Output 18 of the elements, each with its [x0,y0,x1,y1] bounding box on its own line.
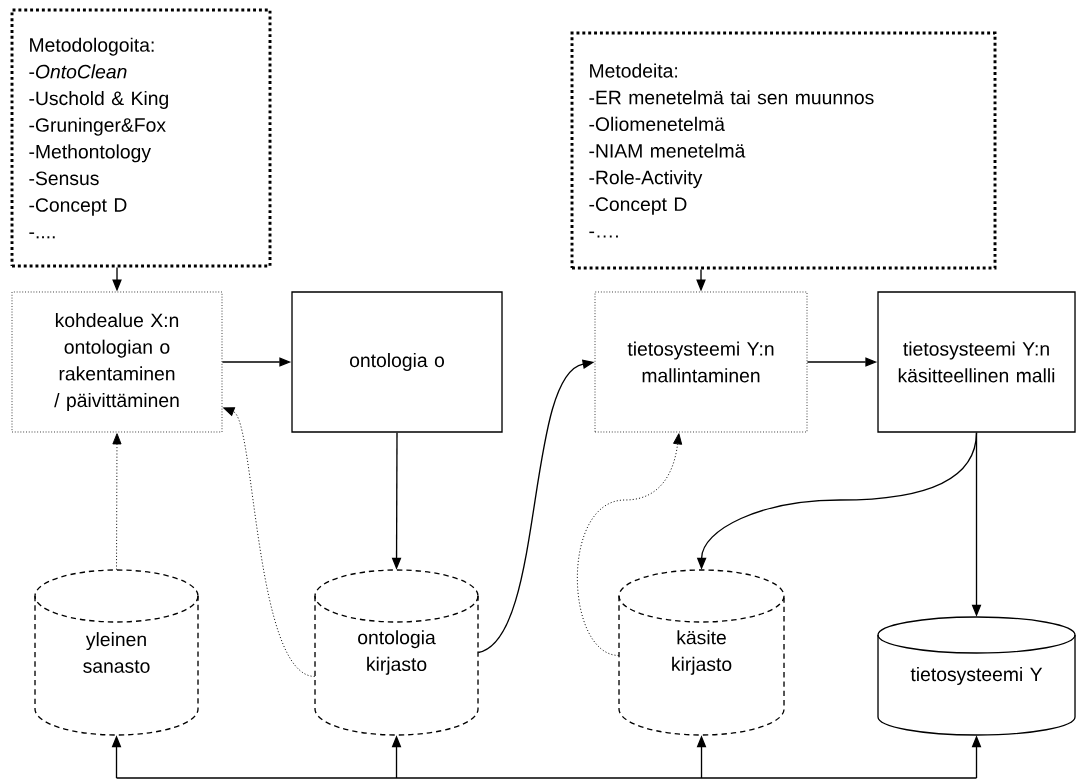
node-label: yleinen sanasto [83,632,150,673]
result-box: tietosysteemi Y:n käsitteellinen malli [877,291,1076,433]
process-box: tietosysteemi Y:n mallintaminen [594,291,808,433]
node-label: tietosysteemi Y [910,666,1043,686]
connector-line [115,777,978,779]
library-cylinder: ontologia kirjasto [314,569,479,736]
library-cylinder: käsite kirjasto [618,569,785,736]
dotted-arrow [223,407,316,677]
library-cylinder: yleinen sanasto [34,569,199,736]
dotted-arrow [112,433,122,571]
database-cylinder: tietosysteemi Y [877,616,1076,736]
node-label: ontologia kirjasto [358,630,436,675]
result-box: ontologia o [291,291,503,433]
process-box: kohdealue X:n ontologian o rakentaminen / päivittäminen [11,291,223,433]
method-list-box: Metodologoita: -OntoClean -Uschold & King -Gruninger&Fox -Methontology -Sensus -Concept D -.... [10,8,272,268]
method-list-box: Metodeita: -ER menetelmä tai sen muunnos -Oliomenetelmä -NIAM menetelmä -Role-Activity -Concept D -…. [570,31,997,270]
dotted-arrow [576,433,683,656]
node-label: käsite kirjasto [672,630,732,675]
